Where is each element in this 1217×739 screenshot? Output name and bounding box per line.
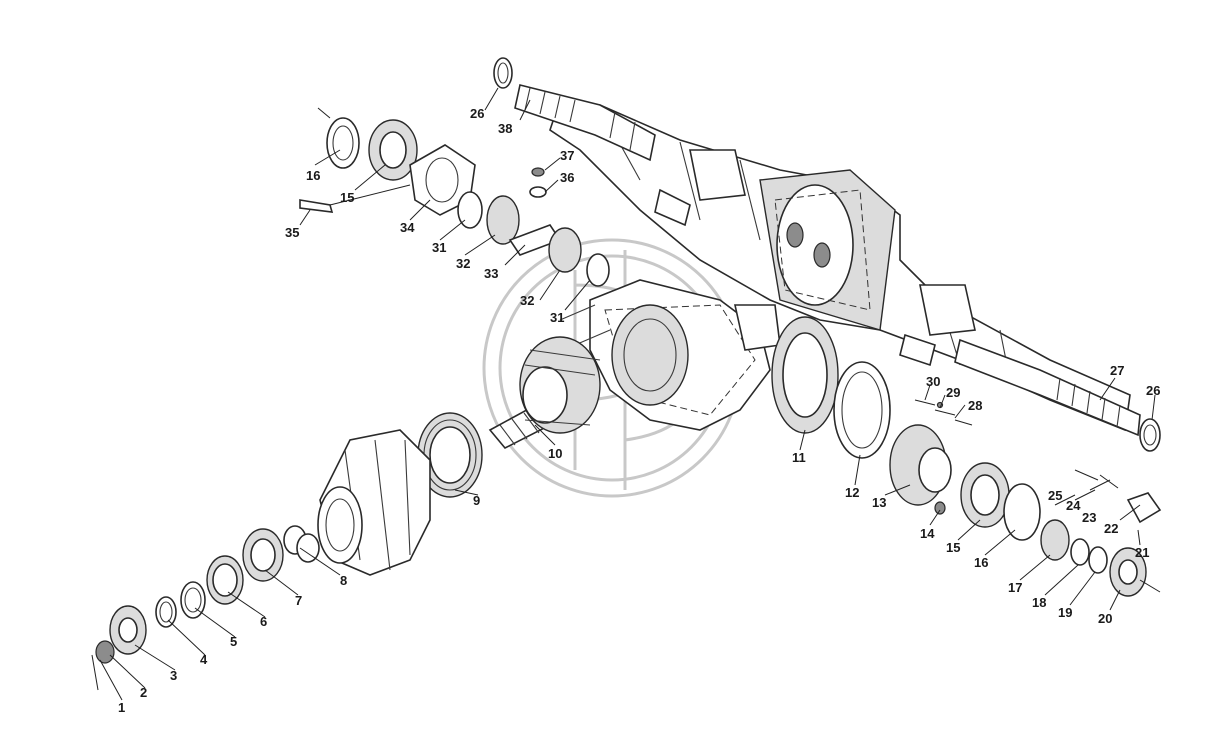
pinion-housing — [317, 429, 431, 576]
callout-31-lower: 31 — [550, 310, 564, 325]
callout-22: 22 — [1104, 521, 1118, 536]
front-stack-parts — [91, 525, 320, 691]
callout-26: 26 — [470, 106, 484, 121]
callout-labels: 1 2 3 4 5 6 7 8 9 10 11 12 13 14 15 16 1… — [118, 106, 1160, 715]
callout-2: 2 — [140, 685, 147, 700]
callout-25: 25 — [1048, 488, 1062, 503]
callout-1: 1 — [118, 700, 125, 715]
callout-31: 31 — [432, 240, 446, 255]
callout-4: 4 — [200, 652, 208, 667]
callout-23: 23 — [1082, 510, 1096, 525]
callout-36: 36 — [560, 170, 574, 185]
upper-differential-parts — [299, 107, 610, 287]
callout-16-upper: 16 — [306, 168, 320, 183]
callout-10: 10 — [548, 446, 562, 461]
callout-37: 37 — [560, 148, 574, 163]
callout-19: 19 — [1058, 605, 1072, 620]
callout-3: 3 — [170, 668, 177, 683]
callout-15: 15 — [946, 540, 960, 555]
bolts-28-30 — [914, 399, 973, 426]
callout-24: 24 — [1066, 498, 1081, 513]
callout-7: 7 — [295, 593, 302, 608]
callout-27: 27 — [1110, 363, 1124, 378]
callout-12: 12 — [845, 485, 859, 500]
callout-6: 6 — [260, 614, 267, 629]
callout-35: 35 — [285, 225, 299, 240]
pinion-gear — [488, 336, 601, 450]
right-bearing-stack — [960, 462, 1162, 597]
callout-15-upper: 15 — [340, 190, 354, 205]
callout-5: 5 — [230, 634, 237, 649]
callout-28: 28 — [968, 398, 982, 413]
callout-13: 13 — [872, 495, 886, 510]
callout-30: 30 — [926, 374, 940, 389]
callout-17: 17 — [1008, 580, 1022, 595]
ring-gear-group — [771, 316, 952, 515]
left-axle-shaft — [493, 57, 656, 162]
differential-carrier — [559, 279, 781, 431]
callout-18: 18 — [1032, 595, 1046, 610]
callout-32: 32 — [456, 256, 470, 271]
callout-34: 34 — [400, 220, 415, 235]
axle-housing — [549, 99, 1131, 432]
callout-21: 21 — [1135, 545, 1149, 560]
callout-26-right: 26 — [1146, 383, 1160, 398]
callout-8: 8 — [340, 573, 347, 588]
callout-16: 16 — [974, 555, 988, 570]
callout-20: 20 — [1098, 611, 1112, 626]
callout-14: 14 — [920, 526, 935, 541]
callout-32-lower: 32 — [520, 293, 534, 308]
callout-29: 29 — [946, 385, 960, 400]
callout-11: 11 — [792, 450, 806, 465]
callout-9: 9 — [473, 493, 480, 508]
right-axle-shaft — [954, 338, 1161, 452]
leader-lines — [99, 87, 1156, 701]
bearing-9 — [417, 412, 483, 498]
callout-38: 38 — [498, 121, 512, 136]
callout-33: 33 — [484, 266, 498, 281]
